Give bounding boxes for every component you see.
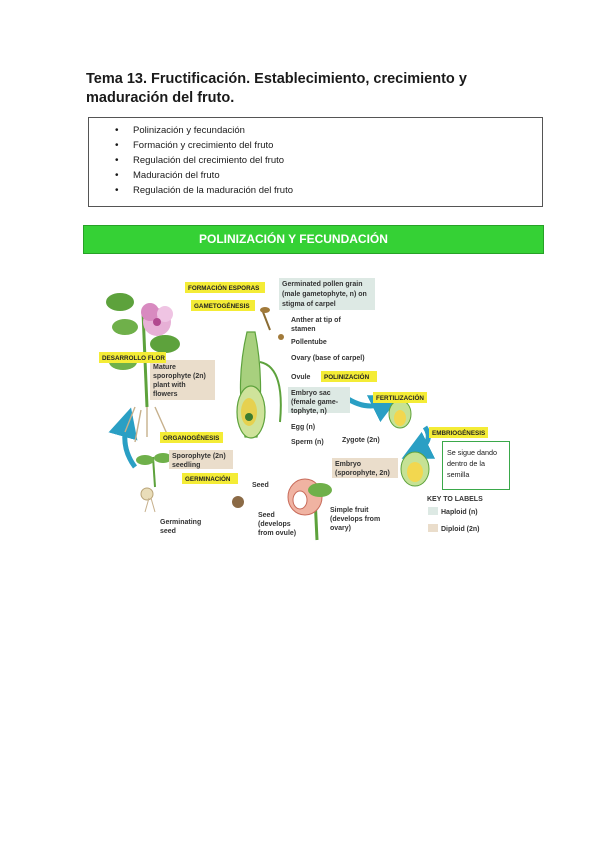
seed-illustration [232,496,244,508]
label-pollen: stigma of carpel [282,301,336,308]
tag-bg [185,282,265,293]
tag-gametogenesis: GAMETOGÉNESIS [194,301,250,310]
label-seedling: seedling [172,462,200,469]
haploid-bg [279,278,375,310]
label-fruit: Simple fruit [330,507,369,514]
key-diploid-swatch [428,524,438,532]
annotation-note: Se sigue dando dentro de la semilla [442,441,510,490]
label-ovule: Ovule [291,374,311,381]
label-pollentube: Pollentube [291,339,327,346]
label-egg: Egg (n) [291,424,315,431]
diploid-bg [150,360,215,400]
list-item: Maduración del fruto [115,168,542,183]
section-banner: POLINIZACIÓN Y FECUNDACIÓN [83,225,544,254]
tag-bg [429,427,488,438]
seedling-illustration [136,453,172,513]
tag-desarrollo-flor: DESARROLLO FLOR [102,355,165,362]
tag-bg [321,371,377,382]
tag-fertilizacion: FERTILIZACIÓN [376,393,424,402]
label-embryo: Embryo [335,461,361,468]
zygote-illustration [388,399,412,429]
label-mature: flowers [153,391,178,398]
tag-germinacion: GERMINACIÓN [185,474,231,483]
embryo-illustration [400,451,430,487]
label-embryo-sac: Embryo sac [291,390,331,397]
cycle-arrow [108,407,138,469]
topics-list: Polinización y fecundación Formación y c… [89,118,542,198]
tag-bg [373,392,427,403]
list-item: Regulación del crecimiento del fruto [115,153,542,168]
label-embryo-sac: (female game- [291,399,339,406]
flower-section-illustration [236,307,284,439]
plant-life-cycle-diagram: FORMACIÓN ESPORAS GAMETOGÉNESIS DESARROL… [95,272,515,542]
key-haploid-swatch [428,507,438,515]
tag-embriogenesis: EMBRIOGÉNESIS [432,428,485,437]
label-germinating: Germinating [160,519,201,526]
diploid-bg [169,450,233,469]
label-sperm: Sperm (n) [291,439,324,446]
topics-list-box: Polinización y fecundación Formación y c… [88,117,543,207]
key-title: KEY TO LABELS [427,496,483,503]
haploid-bg [288,387,350,413]
label-ovary: Ovary (base of carpel) [291,355,365,362]
fruit-illustration [287,478,332,541]
tag-polinizacion: POLINIZACIÓN [324,372,370,381]
tag-formacion-esporas: FORMACIÓN ESPORAS [188,283,259,292]
key-diploid-label: Diploid (2n) [441,526,480,533]
tag-bg [99,352,166,363]
label-fruit: ovary) [330,525,351,532]
label-mature: sporophyte (2n) [153,373,206,380]
page-title: Tema 13. Fructificación. Establecimiento… [86,71,467,106]
label-anther: Anther at tip of [291,317,341,324]
label-seed-develops: from ovule) [258,530,296,537]
label-embryo-sac: tophyte, n) [291,408,327,415]
label-seed-develops: (develops [258,521,291,528]
list-item: Polinización y fecundación [115,123,542,138]
cycle-arrow [401,425,436,459]
label-seedling: Sporophyte (2n) [172,453,226,460]
label-zygote: Zygote (2n) [342,437,380,444]
tag-organogenesis: ORGANOGÉNESIS [163,433,219,442]
label-seed-develops: Seed [258,512,275,519]
diploid-bg [332,458,398,478]
label-seed: Seed [252,482,269,489]
label-anther: stamen [291,326,316,333]
label-pollen: (male gametophyte, n) on [282,291,367,298]
label-mature: plant with [153,382,186,389]
list-item: Formación y crecimiento del fruto [115,138,542,153]
tag-bg [191,300,255,311]
label-embryo: (sporophyte, 2n) [335,470,390,477]
tag-bg [182,473,238,484]
key-haploid-label: Haploid (n) [441,509,478,516]
label-pollen: Germinated pollen grain [282,281,363,288]
tag-bg [160,432,223,443]
label-mature: Mature [153,364,176,371]
label-germinating: seed [160,528,176,535]
label-fruit: (develops from [330,516,380,523]
list-item: Regulación de la maduración del fruto [115,183,542,198]
